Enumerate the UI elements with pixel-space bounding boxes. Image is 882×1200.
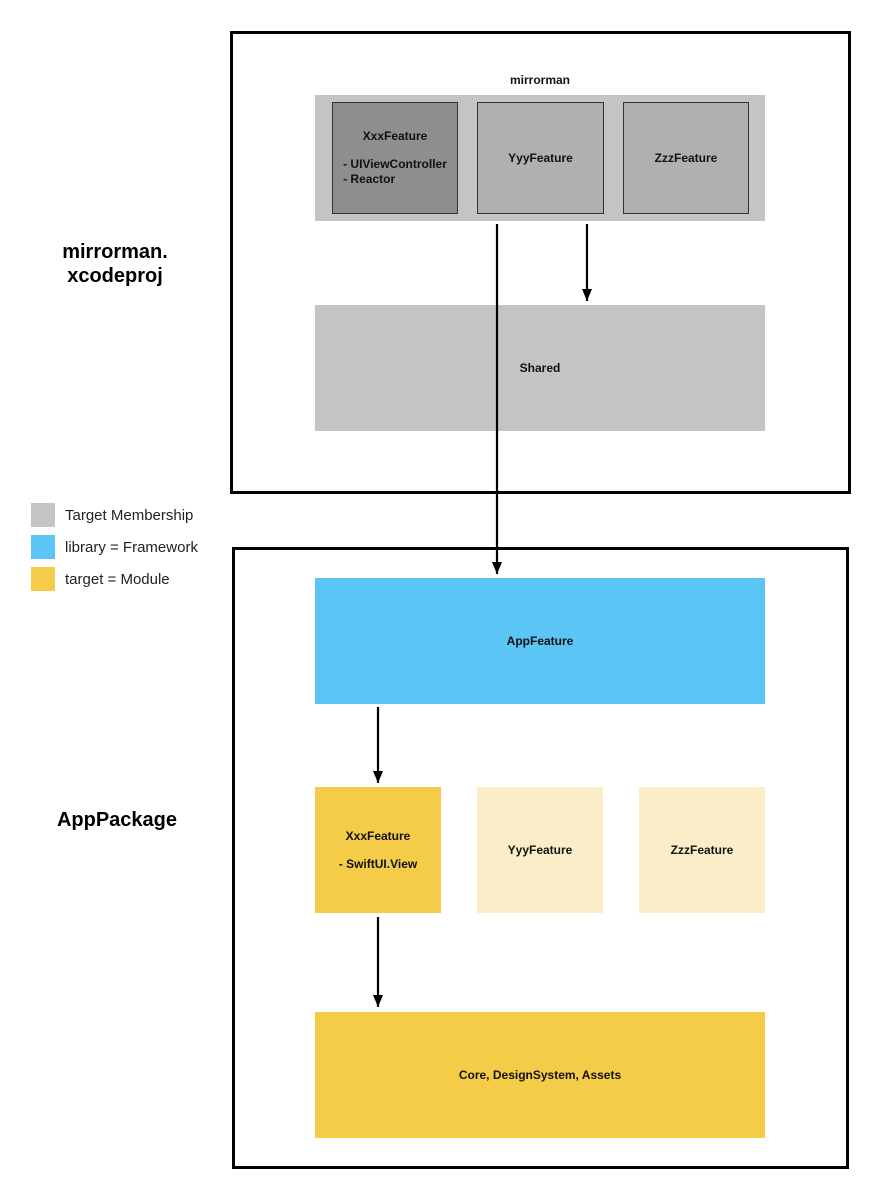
arrow-head: [582, 289, 592, 301]
arrow-head: [492, 562, 502, 574]
xcodeproj-label: mirrorman. xcodeproj: [40, 240, 190, 288]
xxx-feature-module: XxxFeature - SwiftUI.View: [315, 787, 441, 913]
app-package-label: AppPackage: [56, 809, 178, 831]
xxx-feature-target: XxxFeature - UIViewController - Reactor: [332, 102, 458, 214]
xcodeproj-frame: [230, 31, 851, 494]
yyy-feature-target: YyyFeature: [477, 102, 604, 214]
legend-label: target = Module: [65, 570, 170, 588]
core-box: Core, DesignSystem, Assets: [315, 1012, 765, 1138]
yyy-feature-target-name: YyyFeature: [508, 151, 573, 165]
app-feature-label: AppFeature: [506, 634, 574, 648]
legend-swatch: [31, 503, 55, 527]
legend-swatch: [31, 535, 55, 559]
yyy-feature-module-name: YyyFeature: [507, 843, 573, 857]
legend-item-target-membership: Target Membership: [31, 503, 221, 527]
zzz-feature-module-name: ZzzFeature: [670, 843, 734, 857]
shared-box: Shared: [315, 305, 765, 431]
arrow-head: [373, 995, 383, 1007]
xxx-feature-module-line: - SwiftUI.View: [338, 856, 418, 871]
shared-box-label: Shared: [519, 361, 561, 375]
zzz-feature-target-name: ZzzFeature: [654, 151, 718, 165]
xcodeproj-label-line1: mirrorman.: [62, 241, 168, 263]
app-package-frame: [232, 547, 849, 1169]
legend-label: library = Framework: [65, 538, 198, 556]
target-title: mirrorman: [509, 73, 571, 87]
zzz-feature-target: ZzzFeature: [623, 102, 749, 214]
zzz-feature-module: ZzzFeature: [639, 787, 765, 913]
core-box-label: Core, DesignSystem, Assets: [458, 1068, 622, 1082]
xxx-feature-target-line: - Reactor: [343, 172, 396, 186]
legend-item-module: target = Module: [31, 567, 221, 591]
legend-item-framework: library = Framework: [31, 535, 221, 559]
app-feature-box: AppFeature: [315, 578, 765, 704]
xxx-feature-target-line: - UIViewController: [343, 157, 447, 171]
xxx-feature-module-name: XxxFeature: [345, 828, 411, 843]
legend-swatch: [31, 567, 55, 591]
xxx-feature-target-name: XxxFeature: [362, 129, 428, 143]
legend: Target Membership library = Framework ta…: [31, 503, 221, 591]
yyy-feature-module: YyyFeature: [477, 787, 603, 913]
arrow-head: [373, 771, 383, 783]
xcodeproj-label-line2: xcodeproj: [67, 265, 163, 287]
legend-label: Target Membership: [65, 506, 194, 524]
